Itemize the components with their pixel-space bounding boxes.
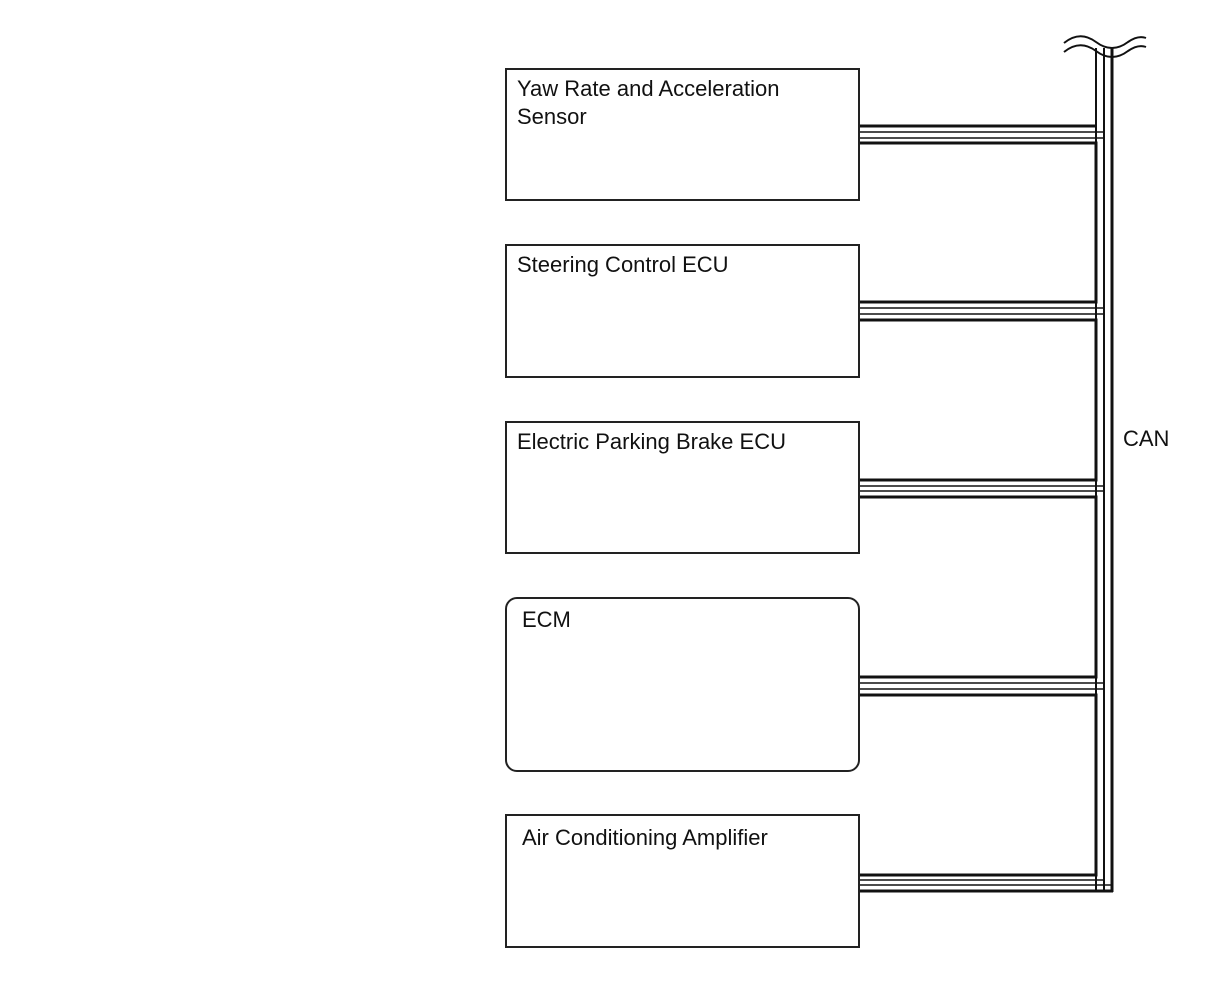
yaw-rate-sensor-box: Yaw Rate and Acceleration Sensor bbox=[505, 68, 860, 201]
steering-control-ecu-label: Steering Control ECU bbox=[517, 252, 729, 277]
steering-loop bbox=[858, 318, 1098, 482]
air-conditioning-amplifier-box: Air Conditioning Amplifier bbox=[505, 814, 860, 948]
ecm-box: ECM bbox=[505, 597, 860, 772]
air-conditioning-amplifier-label: Air Conditioning Amplifier bbox=[522, 825, 768, 850]
epb-loop bbox=[858, 495, 1098, 679]
electric-parking-brake-ecu-box: Electric Parking Brake ECU bbox=[505, 421, 860, 554]
can-bus-label: CAN bbox=[1123, 426, 1170, 451]
steering-control-ecu-box: Steering Control ECU bbox=[505, 244, 860, 378]
electric-parking-brake-ecu-label: Electric Parking Brake ECU bbox=[517, 429, 786, 454]
yaw-rate-sensor-label: Yaw Rate and Acceleration Sensor bbox=[517, 76, 780, 129]
yaw-loop bbox=[858, 141, 1098, 304]
ecm-label: ECM bbox=[522, 607, 571, 632]
ecm-loop bbox=[858, 693, 1098, 877]
